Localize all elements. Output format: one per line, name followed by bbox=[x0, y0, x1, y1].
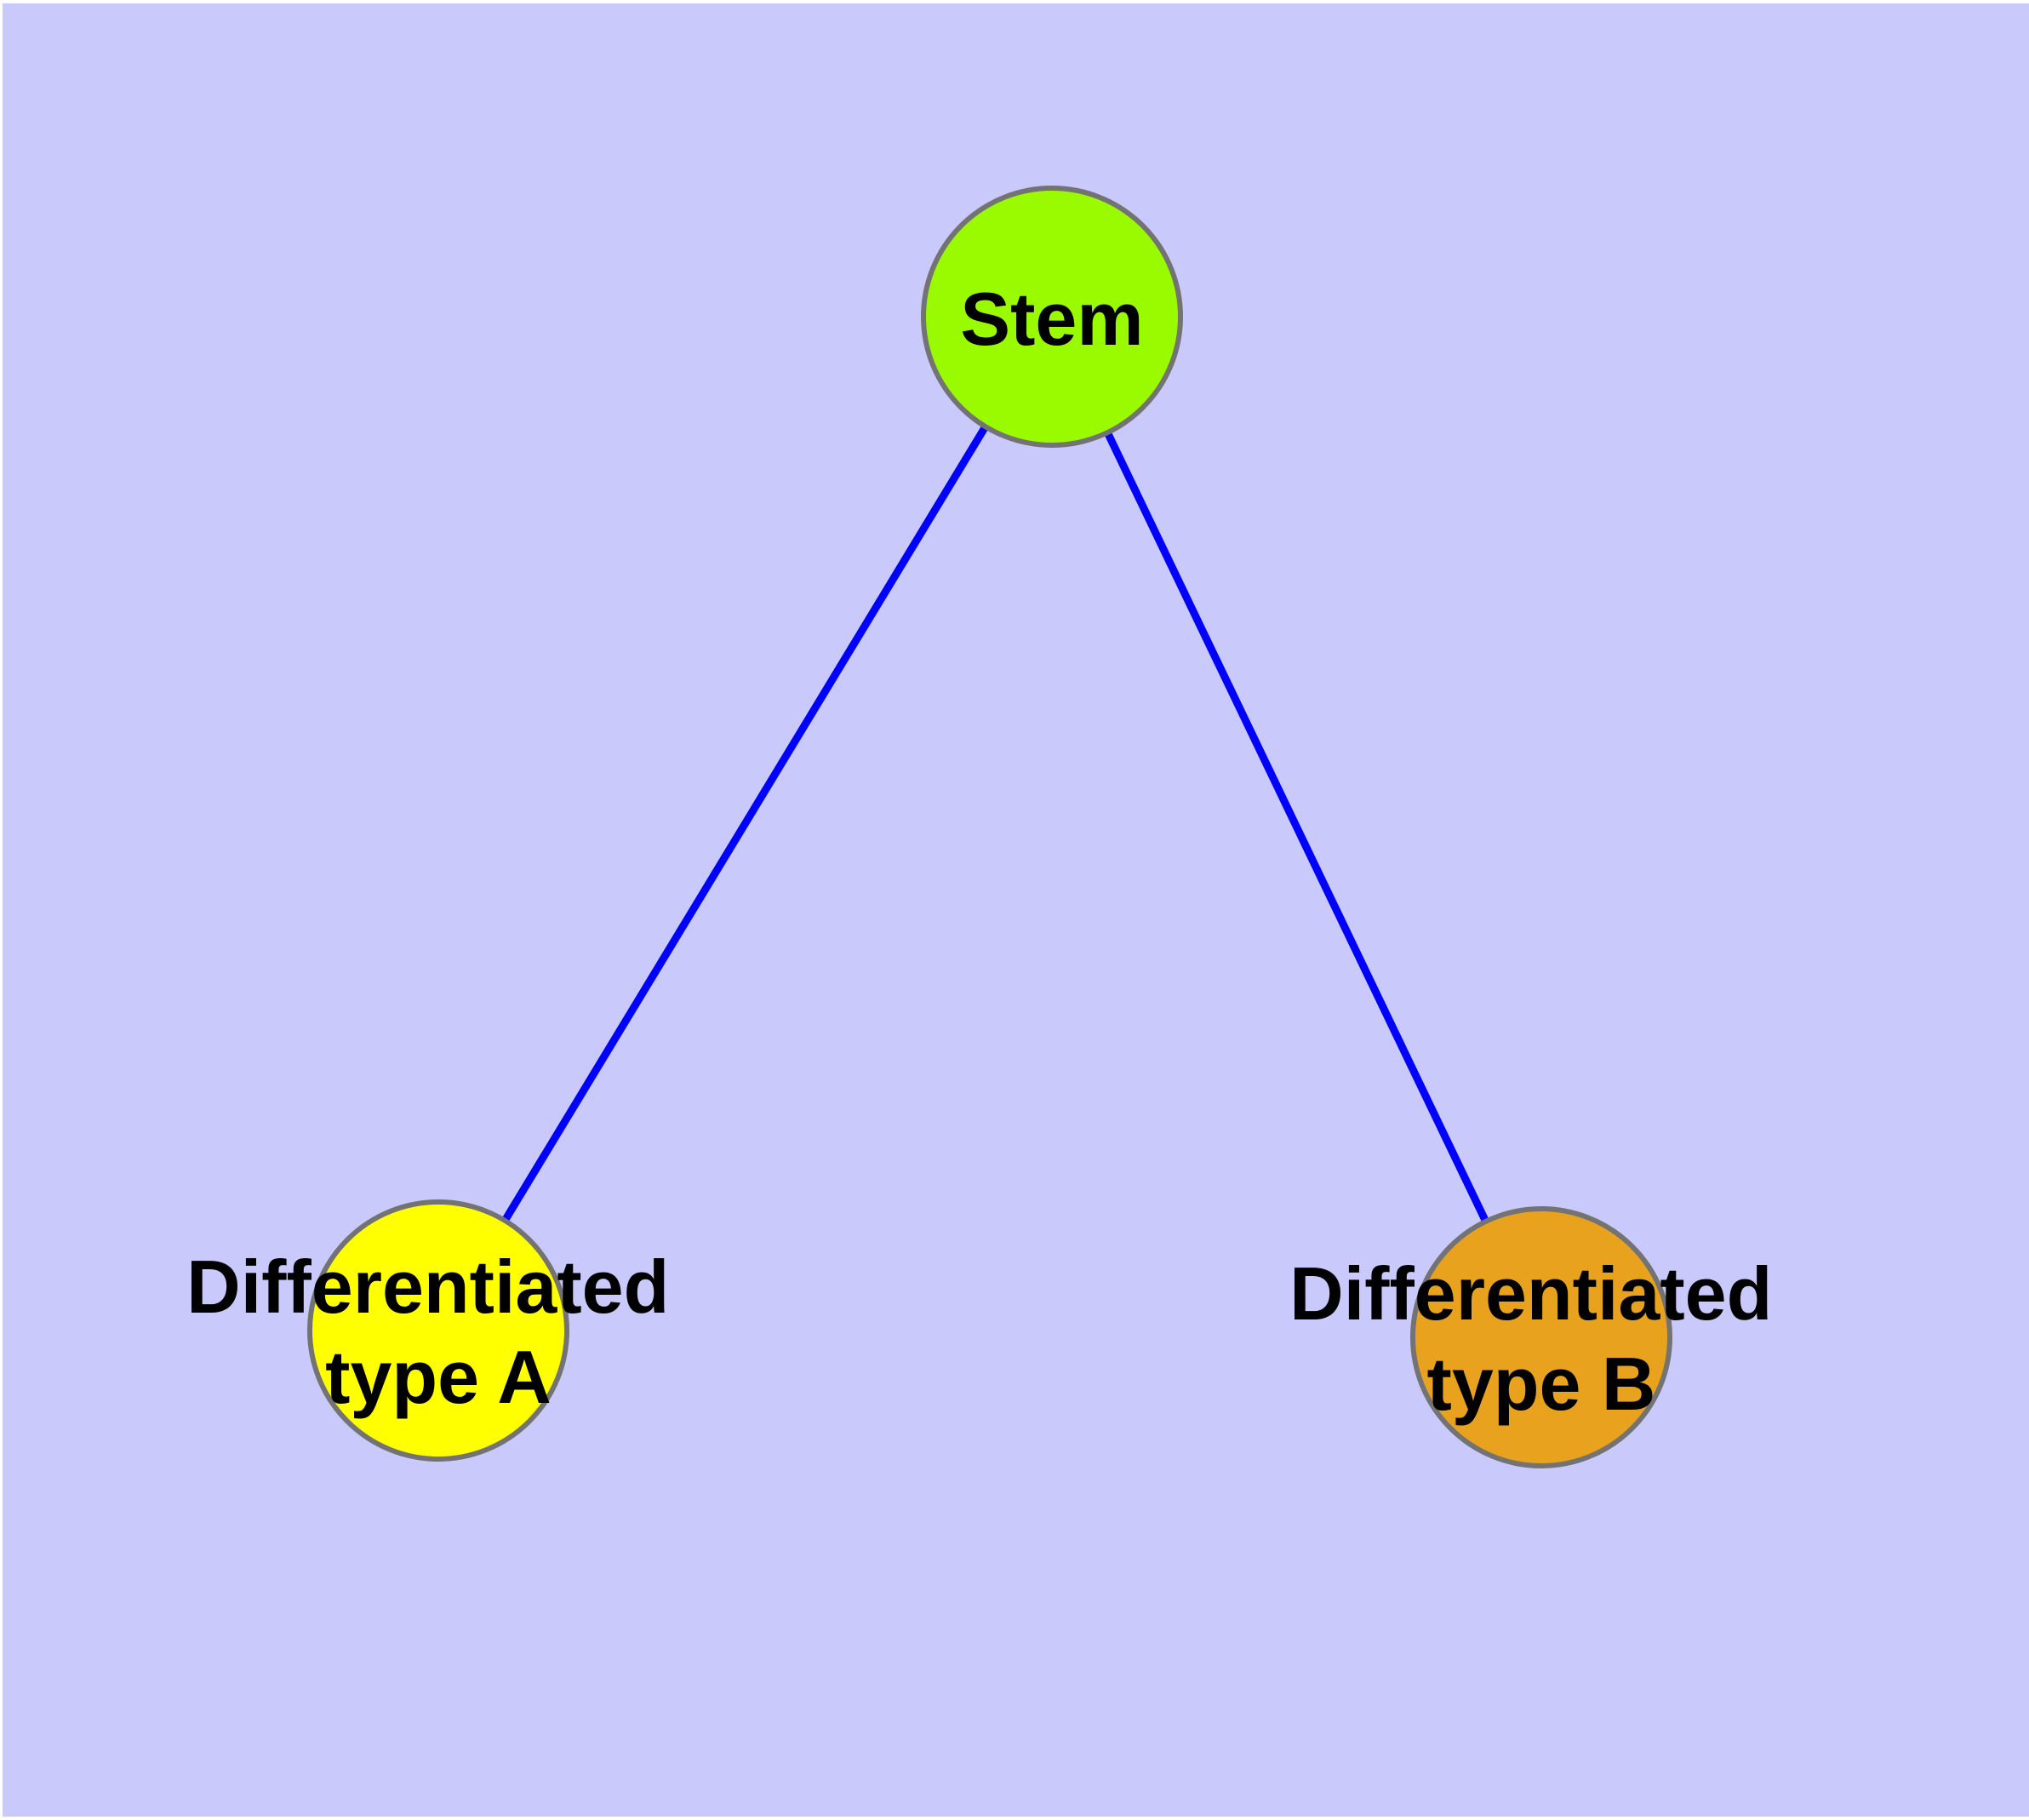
node-stem-label: Stem bbox=[960, 277, 1143, 361]
edge-stem-to-type-a bbox=[435, 314, 1055, 1333]
node-differentiated-type-a-label: Differentiated type A bbox=[186, 1245, 690, 1419]
node-stem-label-line: Stem bbox=[960, 277, 1143, 361]
node-differentiated-type-b-label-line2: type B bbox=[1427, 1342, 1656, 1426]
node-differentiated-type-a-label-line2: type A bbox=[325, 1335, 552, 1419]
node-differentiated-type-a bbox=[307, 1199, 569, 1462]
node-stem bbox=[921, 186, 1183, 448]
edge-stem-to-type-b bbox=[1048, 315, 1546, 1339]
node-differentiated-type-b-label: Differentiated type B bbox=[1289, 1251, 1793, 1426]
node-differentiated-type-b-label-line1: Differentiated bbox=[1289, 1251, 1772, 1336]
node-differentiated-type-b bbox=[1410, 1206, 1672, 1468]
node-differentiated-type-a-label-line1: Differentiated bbox=[186, 1245, 669, 1329]
